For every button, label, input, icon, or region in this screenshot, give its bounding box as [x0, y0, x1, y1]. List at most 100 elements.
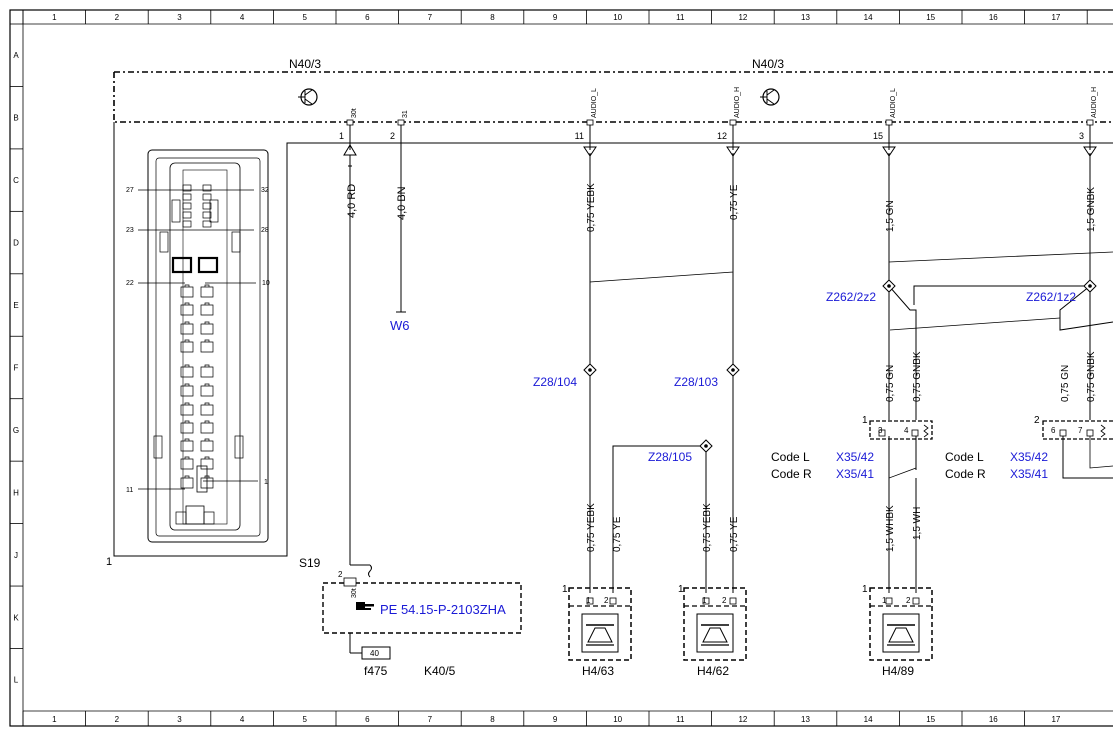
wire-31 — [396, 150, 406, 313]
h4-63-pin-1: 1 — [586, 596, 591, 605]
column-label-bottom: 10 — [613, 715, 622, 724]
module-pin-number: 11 — [575, 131, 584, 141]
column-label-top: 4 — [240, 13, 245, 22]
speaker-icon — [683, 587, 747, 661]
wire-label-bn: 4,0 BN — [396, 186, 408, 220]
speaker-h4-89-label: H4/89 — [882, 664, 914, 678]
x35-pin-4: 4 — [904, 426, 909, 435]
x35-index-1: 1 — [862, 415, 868, 426]
h4-63-index: 1 — [562, 584, 568, 595]
h4-89-index: 1 — [862, 584, 868, 595]
h4-62-index: 1 — [678, 584, 684, 595]
column-label-top: 3 — [177, 13, 182, 22]
row-label: A — [13, 51, 19, 60]
code-r-label-2: Code R — [945, 467, 986, 481]
fuse-f475-label: f475 — [364, 664, 388, 678]
fuse-f475 — [361, 646, 391, 660]
splice-z262-2z2-link[interactable]: Z262/2z2 — [826, 290, 876, 304]
pin-label-22: 22 — [126, 280, 134, 287]
column-label-top: 1 — [52, 13, 57, 22]
pe-reference-link[interactable]: PE 54.15-P-2103ZHA — [380, 602, 506, 617]
wire-label-gn-1: 1,5 GN — [885, 200, 896, 232]
x35-41-link-2[interactable]: X35/41 — [1010, 467, 1048, 481]
splice-points — [583, 279, 1097, 453]
wire-label-ye-4: 0,75 YE — [729, 516, 740, 552]
pin-label-23: 23 — [126, 227, 134, 234]
module-pin-signal: AUDIO_H — [734, 87, 741, 118]
column-label-bottom: 8 — [490, 715, 495, 724]
pin-label-1: 1 — [264, 479, 268, 486]
column-label-bottom: 16 — [989, 715, 998, 724]
splice-z28-103-link[interactable]: Z28/103 — [674, 375, 718, 389]
speaker-icon — [869, 587, 933, 661]
diagram-frame — [9, 9, 1113, 727]
wire-label-ye-1: 0,75 YE — [729, 184, 740, 220]
h4-62-pin-2: 2 — [722, 596, 727, 605]
wire-label-rd: 4,0 RD — [346, 184, 358, 218]
column-label-bottom: 9 — [553, 715, 558, 724]
module-pin-signal: 30t — [351, 108, 358, 118]
column-label-bottom: 13 — [801, 715, 810, 724]
module-pin-signal: AUDIO_L — [591, 88, 598, 118]
fuse-value: 40 — [370, 649, 379, 658]
h4-63-pin-2: 2 — [604, 596, 609, 605]
code-r-label: Code R — [771, 467, 812, 481]
connector-face — [147, 149, 269, 543]
column-label-top: 8 — [490, 13, 495, 22]
column-ruler: 1122334455667788991010111112121313141415… — [22, 10, 1088, 726]
module-pin-row: 130t23111AUDIO_L12AUDIO_H15AUDIO_L3AUDIO… — [339, 87, 1098, 157]
x35-42-link-2[interactable]: X35/42 — [1010, 450, 1048, 464]
row-label: C — [13, 176, 19, 185]
column-label-top: 17 — [1051, 13, 1060, 22]
ground-w6-link[interactable]: W6 — [390, 318, 410, 333]
column-label-top: 10 — [613, 13, 622, 22]
column-label-bottom: 17 — [1051, 715, 1060, 724]
s19-pin: 2 — [338, 570, 343, 579]
module-pin-number: 3 — [1079, 131, 1084, 141]
wire-30t — [343, 144, 372, 578]
pointing-hand-icon[interactable] — [356, 602, 374, 610]
column-label-top: 15 — [926, 13, 935, 22]
pin-label-28: 28 — [261, 227, 269, 234]
column-label-bottom: 7 — [428, 715, 433, 724]
wire-label-gnbk-2: 0,75 GNBK — [912, 351, 923, 402]
h4-89-pin-1: 1 — [882, 596, 887, 605]
code-l-label-2: Code L — [945, 450, 984, 464]
splice-z28-104-link[interactable]: Z28/104 — [533, 375, 577, 389]
column-label-top: 7 — [428, 13, 433, 22]
column-label-top: 9 — [553, 13, 558, 22]
splice-z28-105-link[interactable]: Z28/105 — [648, 450, 692, 464]
splice-z262-1z2-link[interactable]: Z262/1z2 — [1026, 290, 1076, 304]
module-pin-number: 1 — [339, 131, 344, 141]
connector-pin-leaders — [138, 189, 258, 490]
pin-label-27: 27 — [126, 187, 134, 194]
pin-label-11: 11 — [126, 487, 133, 494]
splice-diamond-icon — [882, 279, 896, 293]
column-label-top: 6 — [365, 13, 370, 22]
row-label: B — [13, 114, 18, 123]
row-label: L — [14, 676, 19, 685]
column-label-bottom: 12 — [738, 715, 747, 724]
s19-signal: 30t — [351, 588, 358, 598]
column-label-top: 13 — [801, 13, 810, 22]
column-label-bottom: 6 — [365, 715, 370, 724]
splice-diamond-icon — [699, 439, 713, 453]
row-label: E — [13, 301, 18, 310]
splice-diamond-icon — [726, 363, 740, 377]
wire-label-yebk-1: 0,75 YEBK — [586, 183, 597, 232]
x35-41-link[interactable]: X35/41 — [836, 467, 874, 481]
n40-3-left-label: N40/3 — [289, 57, 321, 71]
switch-s19-label: S19 — [299, 556, 321, 570]
pin-label-10: 10 — [262, 280, 270, 287]
wire-label-gn-3: 0,75 GN — [1060, 365, 1071, 402]
column-label-bottom: 2 — [115, 715, 120, 724]
module-pin-signal: 31 — [402, 110, 409, 118]
splice-diamond-icon — [1083, 279, 1097, 293]
x35-42-link[interactable]: X35/42 — [836, 450, 874, 464]
code-switch-left — [869, 420, 933, 593]
speaker-h4-63-label: H4/63 — [582, 664, 614, 678]
row-label: D — [13, 239, 19, 248]
row-label: F — [14, 363, 19, 372]
